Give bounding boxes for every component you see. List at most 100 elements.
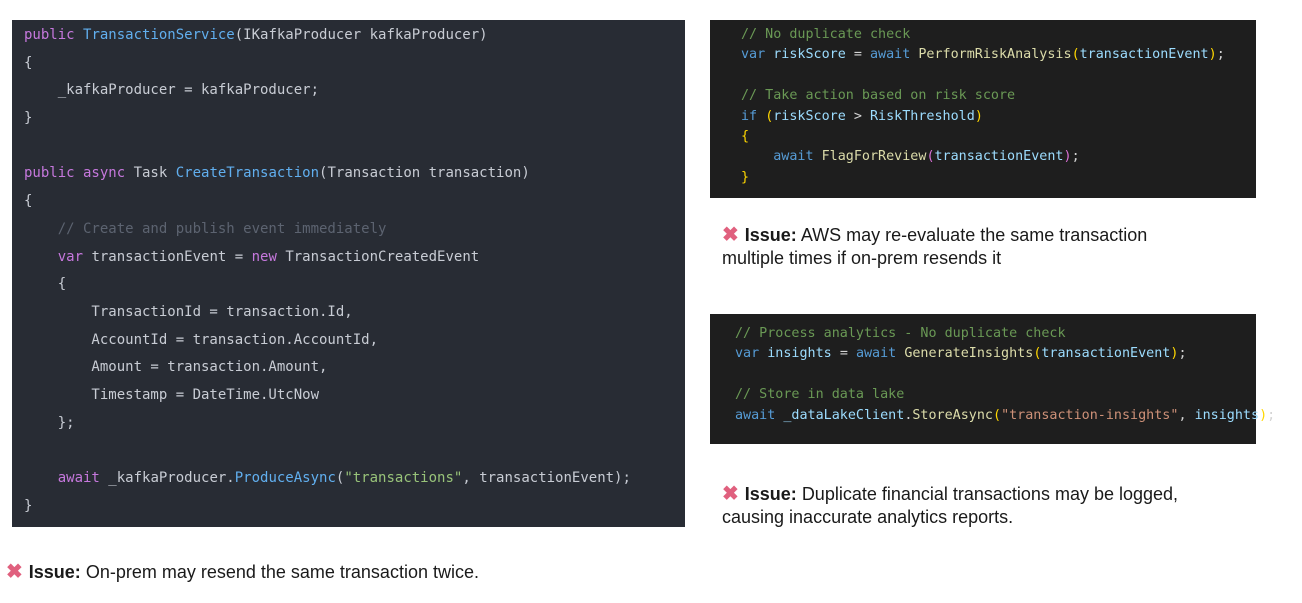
code-snippet-risk-analysis: // No duplicate check var riskScore = awa… <box>710 20 1256 198</box>
code-token: // Create and publish event immediately <box>24 220 387 237</box>
code-token: // Store in data lake <box>735 387 905 403</box>
code-token: await <box>855 346 905 362</box>
cross-mark-icon: ✖ <box>722 483 739 505</box>
code-token: new <box>251 248 286 265</box>
code-line: // Create and publish event immediately <box>24 216 685 244</box>
code-line <box>735 365 1256 385</box>
code-token: ( <box>765 108 774 124</box>
code-token: (Transaction transaction) <box>319 165 530 182</box>
code-token: ; <box>1267 407 1276 423</box>
code-token: Amount = transaction.Amount, <box>24 359 328 376</box>
code-token: { <box>24 276 67 293</box>
cross-mark-icon: ✖ <box>722 224 739 246</box>
code-token: GenerateInsights <box>904 346 1034 362</box>
code-token: var <box>735 346 768 362</box>
issue-text: Duplicate financial transactions may be … <box>801 484 1179 504</box>
code-line: } <box>741 168 1256 188</box>
code-token: { <box>24 54 33 71</box>
code-line: var transactionEvent = new TransactionCr… <box>24 244 685 272</box>
code-line <box>741 66 1256 86</box>
code-line: Amount = transaction.Amount, <box>24 354 685 382</box>
code-token: . <box>904 407 913 423</box>
code-token: } <box>741 169 750 185</box>
code-token: ( <box>926 149 935 165</box>
issue-note-analytics: ✖Issue: Duplicate financial transactions… <box>722 483 1178 529</box>
code-token: ) <box>974 108 983 124</box>
code-token: await <box>735 407 784 423</box>
code-line: if (riskScore > RiskThreshold) <box>741 107 1256 127</box>
code-line <box>24 133 685 161</box>
code-token: public async <box>24 165 134 182</box>
code-token: FlagForReview <box>821 149 927 165</box>
code-token: TransactionCreatedEvent <box>285 248 480 265</box>
code-line: Timestamp = DateTime.UtcNow <box>24 382 685 410</box>
code-token: ; <box>1178 346 1187 362</box>
code-token: }; <box>24 414 75 431</box>
code-token: = <box>853 47 870 63</box>
issue-text: On-prem may resend the same transaction … <box>85 562 479 582</box>
code-token: // Take action based on risk score <box>741 88 1016 104</box>
code-line: await _dataLakeClient.StoreAsync("transa… <box>735 406 1275 426</box>
code-token: ) <box>1259 407 1268 423</box>
issue-label: Issue: <box>744 225 797 245</box>
code-token: RiskThreshold <box>870 108 975 124</box>
code-token: { <box>741 128 750 144</box>
code-token: ; <box>1216 47 1225 63</box>
code-token: ProduceAsync <box>234 470 336 486</box>
code-line: public async Task CreateTransaction(Tran… <box>24 160 685 188</box>
issue-label: Issue: <box>744 484 797 504</box>
issue-note-risk: ✖Issue: AWS may re-evaluate the same tra… <box>722 224 1147 270</box>
code-token: > <box>853 108 870 124</box>
issue-note-resend: ✖Issue: On-prem may resend the same tran… <box>6 561 479 584</box>
code-token: Timestamp = DateTime.UtcNow <box>24 386 320 403</box>
code-token: ) <box>1063 149 1072 165</box>
code-token: ) <box>1208 47 1217 63</box>
code-line: // Store in data lake <box>735 385 1256 405</box>
code-token: "transactions" <box>344 470 463 486</box>
code-token: insights <box>767 346 840 362</box>
code-token: if <box>741 108 766 124</box>
code-token: _kafkaProducer = kafkaProducer; <box>24 82 320 99</box>
code-token: transactionEvent <box>1079 47 1209 63</box>
code-token: Task <box>133 165 176 182</box>
code-line: }; <box>24 410 685 438</box>
code-line: } <box>24 105 685 133</box>
code-token: PerformRiskAnalysis <box>918 47 1072 63</box>
issue-text: AWS may re-evaluate the same transaction <box>800 225 1148 245</box>
code-token: transactionEvent <box>934 149 1064 165</box>
code-line: { <box>24 50 685 78</box>
code-line: // Take action based on risk score <box>741 86 1256 106</box>
code-line: { <box>24 271 685 299</box>
code-token: await <box>24 470 109 486</box>
code-token: public <box>24 27 84 43</box>
code-token: ( <box>993 407 1002 423</box>
code-token: , <box>1178 407 1195 423</box>
code-line: public TransactionService(IKafkaProducer… <box>24 22 685 50</box>
code-token: riskScore <box>773 108 854 124</box>
code-token: { <box>24 193 33 210</box>
code-token: await <box>773 149 822 165</box>
code-token <box>741 149 773 164</box>
code-token: "transaction-insights" <box>1001 407 1179 423</box>
code-token: AccountId = transaction.AccountId, <box>24 331 379 348</box>
code-snippet-transaction-service: public TransactionService(IKafkaProducer… <box>12 20 685 527</box>
code-token: ( <box>1033 346 1042 362</box>
code-token: ( <box>335 470 345 486</box>
code-line: // Process analytics - No duplicate chec… <box>735 324 1256 344</box>
code-line: await FlagForReview(transactionEvent); <box>741 147 1256 167</box>
code-line: await _kafkaProducer.ProduceAsync("trans… <box>24 465 685 493</box>
code-line: AccountId = transaction.AccountId, <box>24 327 685 355</box>
code-line: // No duplicate check <box>741 25 1256 45</box>
cross-mark-icon: ✖ <box>6 561 23 583</box>
code-token: insights <box>1194 407 1260 423</box>
code-token: StoreAsync <box>912 407 993 423</box>
code-token: } <box>24 497 33 514</box>
code-token: var <box>741 47 774 63</box>
code-token: transactionEvent = <box>91 248 252 265</box>
code-line <box>24 437 685 465</box>
code-token: riskScore <box>773 47 854 63</box>
code-token: } <box>24 110 33 127</box>
code-line: { <box>741 127 1256 147</box>
code-token: = <box>839 346 856 362</box>
code-token: CreateTransaction <box>175 165 320 182</box>
